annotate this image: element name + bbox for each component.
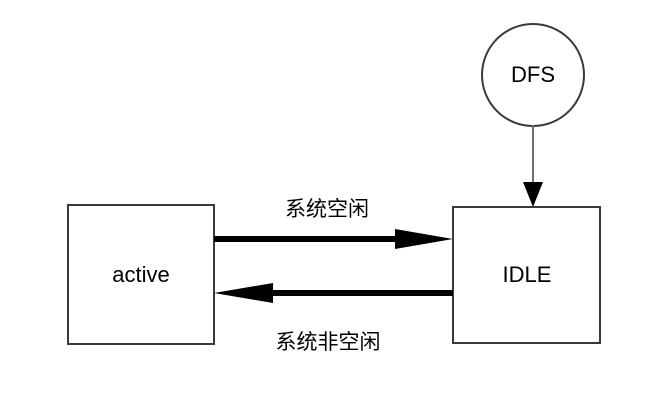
node-idle[interactable]: IDLE: [452, 206, 601, 344]
node-dfs-label: DFS: [511, 62, 555, 87]
idle-to-active-arrowhead: [214, 283, 273, 303]
active-box-shape: [67, 204, 215, 345]
idle-box-shape: [452, 206, 601, 344]
edge-label-system-not-idle: 系统非空闲: [276, 330, 381, 354]
dfs-to-idle-arrowhead: [523, 182, 543, 207]
node-active-label: active: [112, 262, 169, 287]
node-idle-label: IDLE: [503, 262, 552, 287]
node-dfs[interactable]: DFS: [481, 23, 585, 127]
active-to-idle-arrowhead: [395, 229, 453, 249]
idle-to-active-shaft: [270, 290, 453, 296]
edge-active-to-idle[interactable]: [214, 229, 453, 249]
edge-idle-to-active[interactable]: [214, 283, 453, 303]
edge-dfs-to-idle[interactable]: [523, 125, 543, 207]
active-to-idle-shaft: [214, 236, 398, 242]
node-active[interactable]: active: [67, 204, 215, 345]
edge-label-system-idle: 系统空闲: [285, 197, 369, 221]
